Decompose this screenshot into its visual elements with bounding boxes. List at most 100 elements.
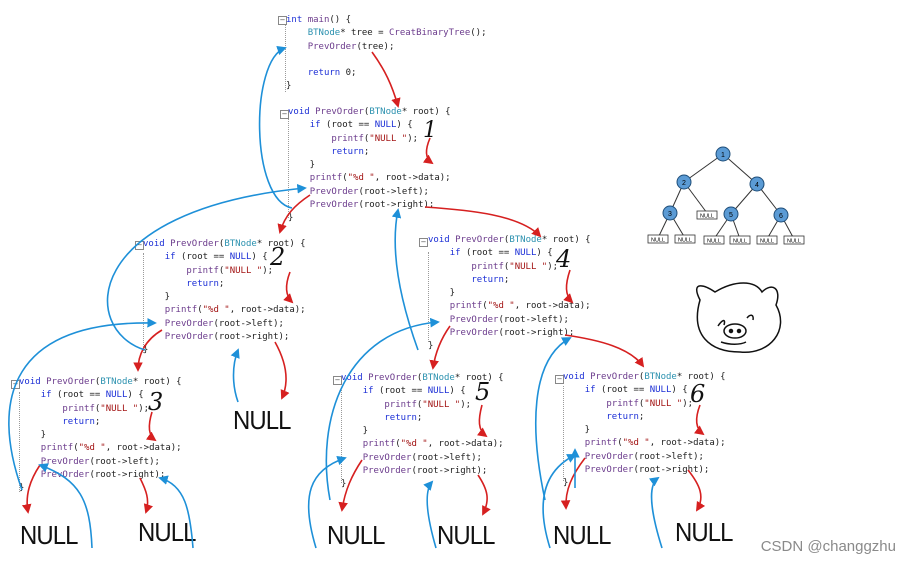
- code-line: PrevOrder(root->right);: [449, 328, 575, 339]
- tree-null-box: [756, 235, 778, 245]
- tree-node-label: 1: [721, 152, 725, 159]
- tree-null-box: [729, 235, 751, 245]
- code-line: return;: [186, 278, 225, 289]
- null-label: NULL: [138, 517, 196, 547]
- prevorder-frame-1: void PrevOrder(BTNode* root) { if (root …: [288, 106, 451, 226]
- tree-null-label: NULL: [760, 239, 774, 245]
- tree-node-label: 5: [729, 212, 733, 219]
- null-label: NULL: [233, 405, 291, 435]
- code-line: return 0;: [307, 68, 357, 79]
- code-line: if (root == NULL) {: [40, 390, 144, 401]
- code-line: int main() {: [286, 15, 352, 25]
- code-line: }: [288, 213, 294, 224]
- code-line: return;: [62, 416, 101, 427]
- code-line: PrevOrder(root->left);: [584, 451, 704, 462]
- frame-gutter: [143, 253, 144, 353]
- code-line: if (root == NULL) {: [584, 385, 688, 396]
- code-line: printf("NULL ");: [384, 399, 472, 410]
- tree-null-label: NULL: [700, 214, 714, 220]
- tree-null-label: NULL: [707, 239, 721, 245]
- code-line: PrevOrder(root->right);: [40, 470, 166, 481]
- tree-null-label: NULL: [678, 238, 692, 244]
- tree-null-box: [674, 234, 696, 244]
- code-line: PrevOrder(root->right);: [584, 465, 710, 476]
- code-line: void PrevOrder(BTNode* root) {: [428, 235, 591, 245]
- binary-tree: [657, 153, 795, 240]
- step-number: 1: [423, 118, 437, 143]
- fold-icon[interactable]: −: [278, 16, 287, 25]
- prevorder-frame-2: void PrevOrder(BTNode* root) { if (root …: [143, 238, 306, 358]
- frame-gutter: [563, 386, 564, 481]
- code-line: printf("NULL ");: [62, 403, 150, 414]
- pig-doodle-icon: [695, 282, 782, 353]
- code-line: PrevOrder(root->left);: [362, 452, 482, 463]
- tree-node: [715, 146, 731, 162]
- tree-node: [662, 205, 678, 221]
- tree-node: [773, 207, 789, 223]
- code-line: }: [428, 288, 456, 299]
- code-line: PrevOrder(root->left);: [164, 318, 284, 329]
- call-arrows: [21, 51, 706, 516]
- code-line: void PrevOrder(BTNode* root) {: [288, 107, 451, 117]
- tree-node-label: 4: [755, 182, 759, 189]
- code-line: }: [341, 479, 347, 490]
- tree-null-label: NULL: [787, 239, 801, 245]
- fold-icon[interactable]: −: [555, 375, 564, 384]
- tree-null-label: NULL: [651, 238, 665, 244]
- code-line: PrevOrder(root->left);: [40, 456, 160, 467]
- code-line: }: [341, 426, 369, 437]
- code-line: }: [143, 292, 171, 303]
- tree-node: [676, 174, 692, 190]
- code-line: printf("%d ", root->data);: [40, 443, 182, 454]
- prevorder-frame-3: void PrevOrder(BTNode* root) { if (root …: [19, 376, 182, 496]
- main-gutter: [285, 22, 286, 92]
- code-line: printf("%d ", root->data);: [362, 439, 504, 450]
- code-line: return;: [331, 146, 370, 157]
- fold-icon[interactable]: −: [333, 376, 342, 385]
- fold-icon[interactable]: −: [419, 238, 428, 247]
- null-label: NULL: [553, 520, 611, 550]
- code-line: PrevOrder(root->left);: [309, 186, 429, 197]
- step-number: 3: [148, 388, 164, 416]
- code-line: }: [19, 430, 47, 441]
- tree-null-box: [696, 210, 718, 220]
- code-line: return;: [384, 412, 423, 423]
- frame-gutter: [288, 118, 289, 218]
- step-number: 5: [475, 378, 491, 406]
- code-line: printf("%d ", root->data);: [584, 438, 726, 449]
- tree-node-label: 3: [668, 211, 672, 218]
- prevorder-frame-4: void PrevOrder(BTNode* root) { if (root …: [428, 234, 591, 354]
- watermark: CSDN @changgzhu: [760, 538, 896, 555]
- tree-null-box: [703, 235, 725, 245]
- code-line: printf("NULL ");: [606, 398, 694, 409]
- tree-node: [723, 206, 739, 222]
- tree-node: [749, 176, 765, 192]
- code-line: return;: [606, 411, 645, 422]
- code-line: if (root == NULL) {: [164, 252, 268, 263]
- code-line: printf("%d ", root->data);: [164, 305, 306, 316]
- code-line: printf("NULL ");: [471, 261, 559, 272]
- step-number: 6: [690, 380, 706, 408]
- code-line: }: [286, 81, 292, 92]
- step-number: 2: [270, 243, 286, 271]
- code-line: }: [428, 341, 434, 352]
- tree-node-label: 6: [779, 213, 783, 220]
- code-line: if (root == NULL) {: [309, 120, 413, 131]
- code-line: void PrevOrder(BTNode* root) {: [563, 372, 726, 382]
- prevorder-frame-5: void PrevOrder(BTNode* root) { if (root …: [341, 372, 504, 492]
- code-line: }: [143, 345, 149, 356]
- null-label: NULL: [20, 520, 78, 550]
- return-arrows: [8, 45, 663, 549]
- code-line: printf("%d ", root->data);: [309, 173, 451, 184]
- code-line: void PrevOrder(BTNode* root) {: [19, 377, 182, 387]
- frame-gutter: [341, 388, 342, 483]
- code-line: printf("NULL ");: [331, 133, 419, 144]
- code-line: }: [288, 160, 316, 171]
- fold-icon[interactable]: −: [280, 110, 289, 119]
- code-line: if (root == NULL) {: [449, 248, 553, 259]
- frame-gutter: [428, 252, 429, 342]
- code-line: PrevOrder(tree);: [307, 41, 395, 52]
